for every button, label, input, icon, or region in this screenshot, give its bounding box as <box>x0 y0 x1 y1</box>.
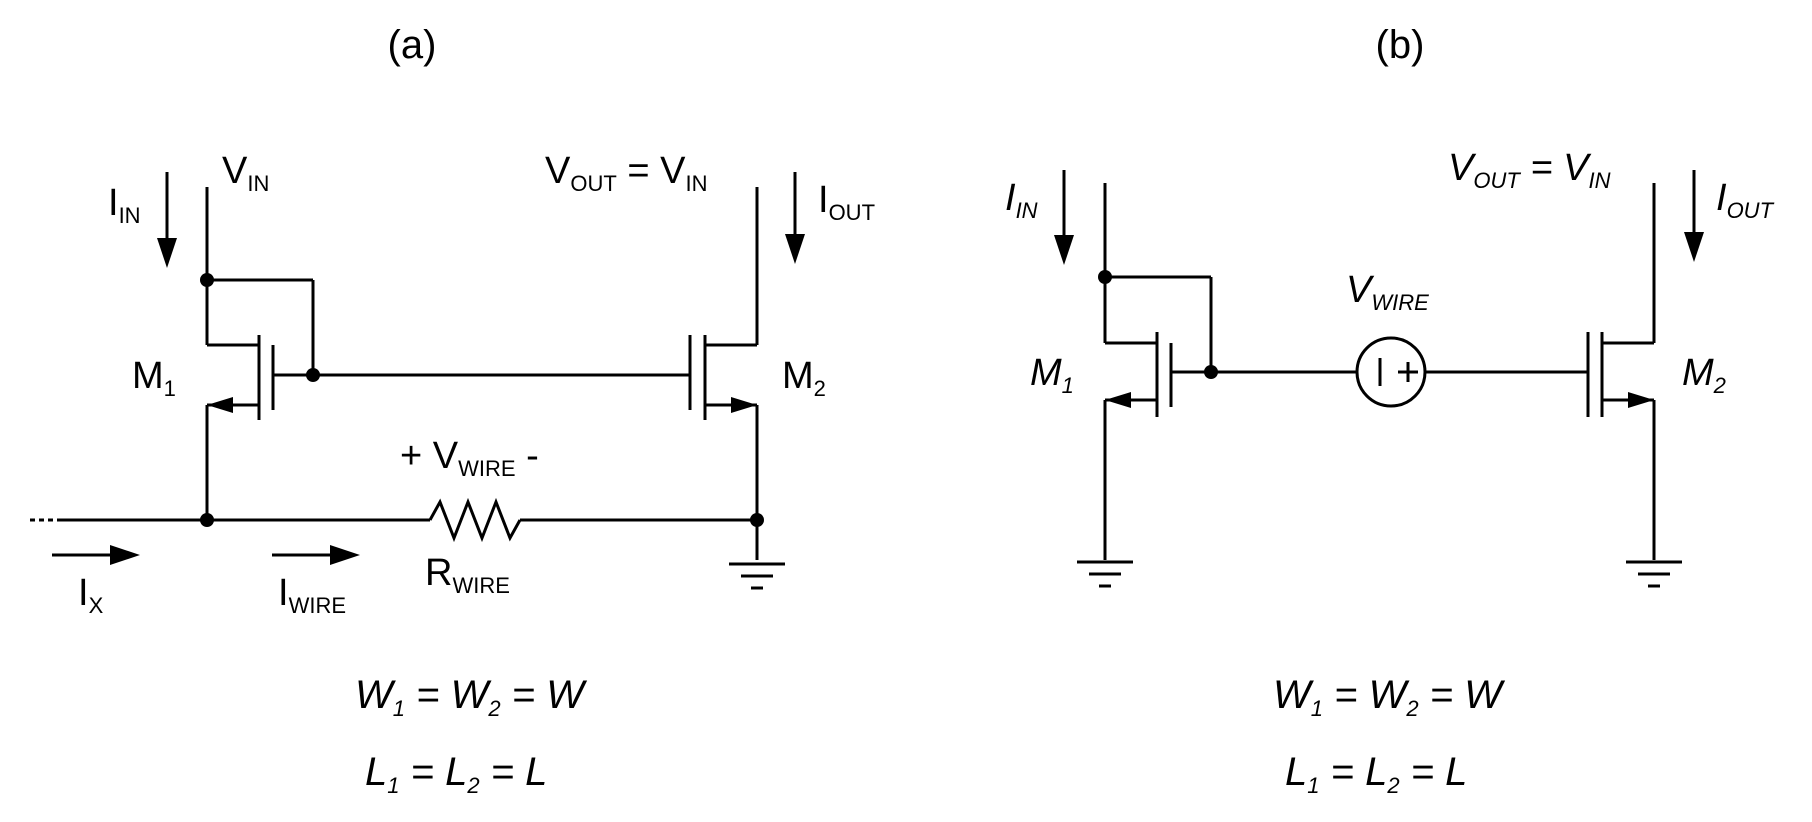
panel-a-ix-arrow-icon <box>52 545 140 565</box>
panel-b-m1-label: M1 <box>1030 352 1074 398</box>
panel-a: (a) <box>30 23 875 798</box>
panel-b: (b) <box>1005 23 1775 798</box>
panel-b-voltage-source-icon <box>1355 336 1427 408</box>
panel-a-width-equation: W1 = W2 = W <box>355 673 587 721</box>
panel-a-iwire-label: IWIRE <box>278 572 346 618</box>
panel-a-m2-transistor <box>688 187 759 560</box>
panel-a-m1-transistor <box>200 187 320 520</box>
panel-a-vout-label: VOUT = VIN <box>545 150 707 196</box>
panel-b-iin-label: IIN <box>1005 177 1038 223</box>
panel-a-resistor <box>30 497 764 543</box>
panel-a-length-equation: L1 = L2 = L <box>365 750 547 798</box>
panel-a-rwire-label: RWIRE <box>425 552 510 598</box>
panel-b-width-equation: W1 = W2 = W <box>1273 673 1505 721</box>
panel-a-iwire-arrow-icon <box>272 545 360 565</box>
panel-a-ground-icon <box>729 562 785 590</box>
panel-a-iout-label: IOUT <box>818 179 875 225</box>
panel-b-ground-left-icon <box>1077 560 1133 588</box>
panel-b-iout-arrow-icon <box>1684 170 1704 262</box>
panel-b-title: (b) <box>1376 23 1425 67</box>
panel-b-length-equation: L1 = L2 = L <box>1285 750 1467 798</box>
panel-b-vwire-label: VWIRE <box>1346 269 1429 315</box>
panel-a-vin-label: VIN <box>222 150 269 196</box>
panel-a-m1-label: M1 <box>132 355 176 401</box>
panel-b-iin-arrow-icon <box>1054 170 1074 265</box>
panel-b-m1-transistor <box>1098 183 1218 560</box>
panel-a-iout-arrow-icon <box>785 172 805 264</box>
panel-b-ground-right-icon <box>1626 560 1682 588</box>
panel-a-m2-label: M2 <box>782 355 826 401</box>
panel-a-vwire-label: + VWIRE - <box>400 435 539 481</box>
panel-a-iin-arrow-icon <box>157 172 177 268</box>
panel-a-iin-label: IIN <box>108 182 141 228</box>
panel-b-m2-transistor <box>1586 183 1656 560</box>
panel-b-vout-label: VOUT = VIN <box>1448 147 1611 193</box>
panel-b-iout-label: IOUT <box>1716 177 1775 223</box>
panel-a-ix-label: IX <box>78 572 104 618</box>
panel-a-title: (a) <box>388 23 437 67</box>
panel-b-m2-label: M2 <box>1682 352 1726 398</box>
